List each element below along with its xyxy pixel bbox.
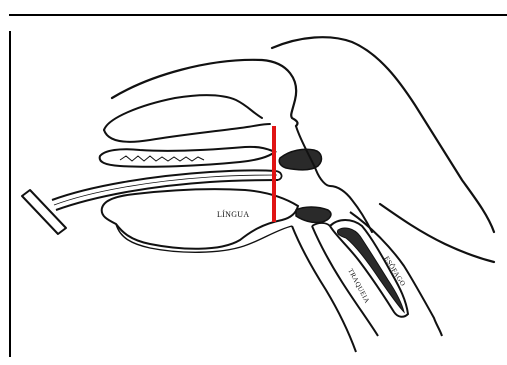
hard-palate xyxy=(100,147,275,167)
label-tongue: LÍNGUA xyxy=(217,209,249,219)
tube-tip xyxy=(276,171,282,180)
tongue-outline xyxy=(102,189,298,249)
back-of-head-outline xyxy=(272,37,494,232)
nasal-upper-fold xyxy=(104,95,262,130)
epiglottis xyxy=(296,207,331,223)
red-vertical-marker-icon xyxy=(272,126,276,222)
head-outline xyxy=(112,60,297,126)
trachea-top xyxy=(312,223,330,226)
nasal-lower-fold xyxy=(104,124,270,142)
neck-front-curve xyxy=(380,204,494,262)
